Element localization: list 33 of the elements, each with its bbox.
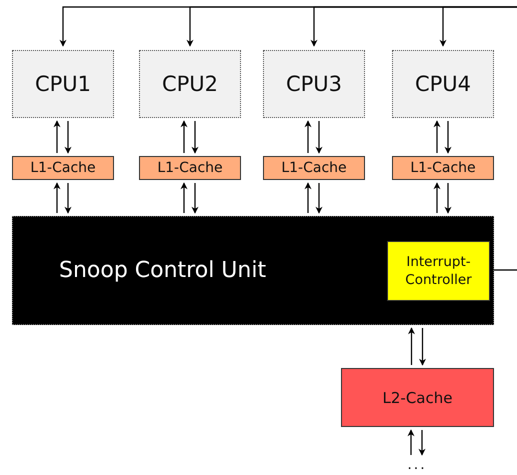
- cache-box: L1-Cache: [263, 156, 365, 180]
- cache-box: L1-Cache: [12, 156, 114, 180]
- arrow: [444, 183, 452, 214]
- cpu-box: CPU1: [12, 50, 114, 118]
- arrow: [419, 328, 426, 366]
- arrow: [440, 6, 517, 47]
- arrow: [304, 120, 312, 153]
- arrow: [192, 183, 198, 214]
- ellipsis-text: ...: [402, 458, 432, 472]
- cache-box: L2-Cache: [341, 368, 494, 427]
- arrow: [434, 182, 440, 213]
- arrow: [418, 430, 426, 456]
- cpu-box: CPU3: [263, 50, 365, 118]
- arrow: [444, 121, 452, 154]
- control-unit-box: Snoop Control Unit Interrupt-Controller: [12, 216, 494, 325]
- arrow: [192, 121, 198, 154]
- cpu-box: CPU2: [139, 50, 241, 118]
- arrow: [408, 429, 414, 455]
- arrow: [64, 183, 72, 214]
- arrow: [304, 182, 312, 213]
- cache-box: L1-Cache: [392, 156, 494, 180]
- arrow: [180, 182, 188, 213]
- arrow: [64, 121, 72, 154]
- arrow: [408, 327, 415, 365]
- arrow: [54, 182, 60, 213]
- arrow: [434, 120, 440, 153]
- arrow: [180, 120, 188, 153]
- cache-box: L1-Cache: [139, 156, 241, 180]
- arrow: [54, 120, 60, 153]
- arrow: [316, 183, 322, 214]
- arrow: [316, 121, 322, 154]
- cpu-box: CPU4: [392, 50, 494, 118]
- controller-box: Interrupt-Controller: [387, 241, 490, 301]
